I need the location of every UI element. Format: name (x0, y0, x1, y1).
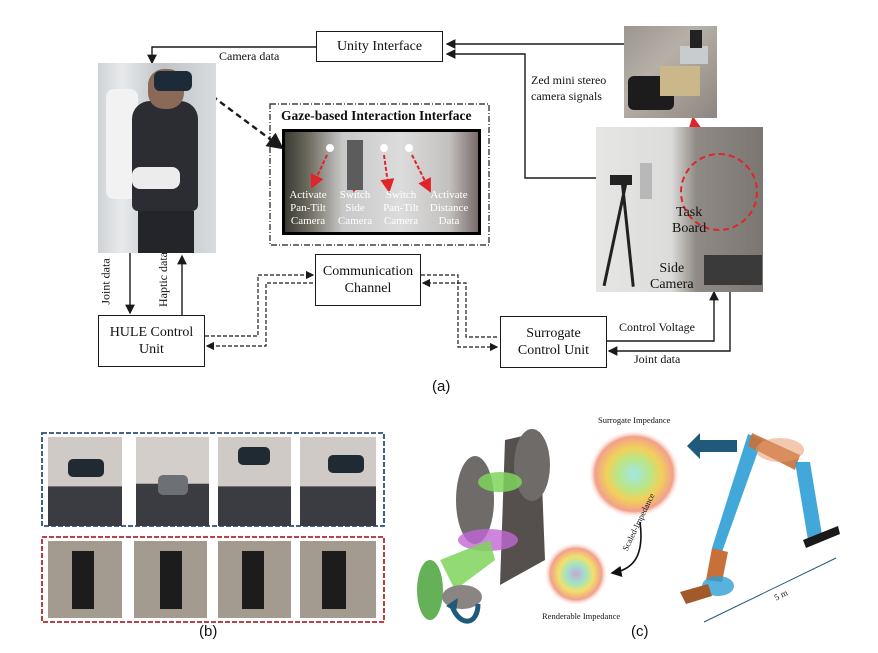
unity-interface-block: Unity Interface (316, 31, 443, 62)
pan-tilt-unit (72, 551, 94, 609)
gaze-option-switch-side-camera[interactable]: Switch Side Camera (337, 189, 373, 227)
vr-headset (68, 459, 104, 477)
comm-to-surrogate-dashed (421, 274, 499, 352)
panel-b-row-blue-border (41, 432, 385, 527)
pan-tilt-unit (242, 551, 264, 609)
arm-link-lower (706, 548, 728, 582)
hule-hand-cuff (417, 560, 443, 620)
gaze-arrow (380, 154, 395, 193)
surrogate-impedance-ellipsoid (588, 430, 680, 518)
gaze-option-switch-pan-tilt[interactable]: Switch Pan-Tilt Camera (383, 189, 419, 227)
vr-headset (154, 71, 192, 91)
side-camera-mount (640, 163, 652, 199)
camera-pose-photo-3 (218, 541, 291, 618)
panel-c-caption: (c) (631, 623, 649, 640)
pan-tilt-unit (160, 551, 182, 609)
pan-tilt-camera-on-tripod (610, 175, 632, 185)
camera-pose-photo-1 (48, 541, 122, 618)
control-voltage-label: Control Voltage (619, 320, 695, 334)
surrogate-to-impedance-arrow (687, 433, 737, 459)
panel-b-caption: (b) (199, 623, 218, 640)
panel-a-caption: (a) (432, 378, 451, 395)
vr-headset (238, 447, 270, 465)
task-board-highlight-circle (680, 153, 758, 231)
gaze-arrow (411, 154, 431, 193)
surrogate-robot-arm-model (680, 433, 840, 604)
zed-camera-mount (680, 46, 708, 64)
surrogate-to-comm-dashed (421, 278, 497, 338)
hule-exoskeleton-model (417, 429, 550, 620)
gaze-target-dot (405, 144, 413, 152)
task-board-in-view (347, 140, 363, 190)
gaze-interface-title: Gaze-based Interaction Interface (281, 108, 472, 123)
gaze-target-dot (380, 144, 388, 152)
joint-data-line-right (607, 292, 731, 356)
hule-to-comm-dashed (205, 270, 315, 337)
zed-closeup-photo (624, 26, 717, 118)
camera-pose-photo-2 (134, 541, 207, 618)
operator-hule-photo (98, 63, 216, 253)
communication-channel-block: Communication Channel (315, 254, 421, 306)
comm-to-hule-dashed (205, 282, 313, 351)
gaze-option-activate-distance[interactable]: Activate Distance Data (429, 189, 469, 227)
pan-tilt-unit (322, 551, 346, 609)
hule-control-unit-block: HULE Control Unit (98, 315, 205, 367)
operator-torso (132, 101, 198, 211)
floor-mat (704, 255, 762, 285)
surrogate-impedance-label: Surrogate Impedance (598, 415, 671, 425)
gaze-interface-view: Activate Pan-Tilt Camera Switch Side Cam… (282, 129, 481, 235)
hule-green-joint (478, 472, 522, 492)
camera-pose-photo-4 (300, 541, 376, 618)
task-board-label: Task Board (672, 205, 707, 236)
arm-link-upper-left (712, 434, 762, 552)
vr-headset (158, 475, 188, 495)
side-camera-label: Side Camera (650, 261, 694, 292)
wood-block (660, 66, 700, 96)
renderable-impedance-label: Renderable Impedance (542, 611, 621, 621)
gaze-interface-frame (269, 103, 490, 246)
arm-base (680, 584, 712, 604)
zed-camera (690, 30, 702, 48)
hule-magenta-joint (458, 529, 518, 551)
gaze-pointer-arrow (195, 83, 284, 150)
head-pose-photo-1 (48, 437, 122, 526)
end-effector (803, 526, 840, 548)
panel-b-row-red-border (41, 536, 385, 623)
head-pose-photo-2 (136, 437, 209, 526)
vr-headset (328, 455, 364, 473)
zed-signal-line-bottom (445, 49, 596, 179)
head-pose-photo-3 (218, 437, 291, 526)
operator-legs (138, 211, 194, 253)
renderable-impedance-ellipsoid (544, 542, 608, 606)
gaze-option-activate-pan-tilt[interactable]: Activate Pan-Tilt Camera (289, 189, 327, 227)
exoskeleton-forearm (132, 167, 180, 189)
scaled-impedance-arrow (610, 521, 642, 577)
task-board-setup-photo: Task Board Side Camera (596, 127, 763, 292)
arm-link-right (795, 462, 822, 540)
gaze-target-dot (326, 144, 334, 152)
control-voltage-line (607, 290, 719, 342)
surrogate-control-unit-block: Surrogate Control Unit (500, 316, 607, 368)
camera-data-line (147, 46, 316, 65)
joint-data-label-right: Joint data (634, 352, 681, 366)
length-dimension-line (703, 557, 837, 623)
camera-data-label: Camera data (219, 49, 280, 63)
arm-link-top-highlight (756, 438, 804, 462)
zed-signals-label: Zed mini stereo camera signals (531, 73, 607, 103)
hule-upper-cuff (514, 429, 550, 501)
head-pose-photo-4 (300, 437, 376, 526)
rotate-arrow-head (446, 598, 458, 612)
hule-forearm (440, 540, 495, 590)
